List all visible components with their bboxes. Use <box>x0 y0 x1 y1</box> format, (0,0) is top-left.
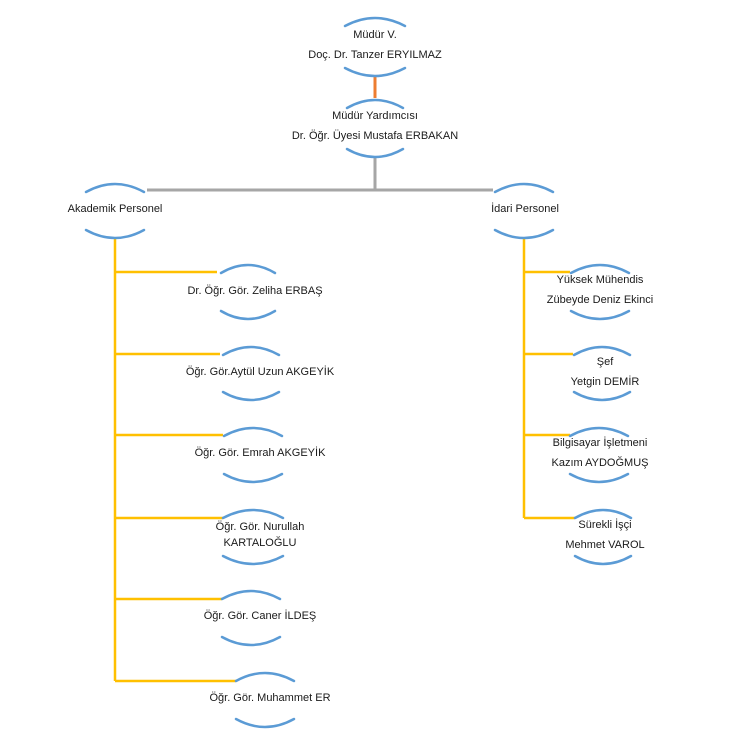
academic-staff-4-bottom-arc <box>221 554 285 566</box>
academic-staff-6: Öğr. Gör. Muhammet ER <box>165 688 375 708</box>
academic-staff-4-line1: Öğr. Gör. Nurullah <box>215 521 305 533</box>
academic-staff-2-bottom-arc <box>221 390 281 402</box>
director-bottom-arc <box>343 66 407 78</box>
academic-staff-5-bottom-arc <box>220 635 282 647</box>
admin-staff-1-bottom-arc <box>569 309 631 321</box>
node-director: Müdür V. Doç. Dr. Tanzer ERYILMAZ <box>275 25 475 65</box>
director-title: Müdür V. <box>353 29 397 41</box>
academic-staff-1-name: Dr. Öğr. Gör. Zeliha ERBAŞ <box>187 285 323 297</box>
academic-staff-4: Öğr. Gör. Nurullah KARTALOĞLU <box>160 517 360 553</box>
admin-staff-1-top-arc <box>569 263 631 275</box>
vice-director-top-arc <box>345 98 405 110</box>
admin-staff-1: Yüksek Mühendis Zübeyde Deniz Ekinci <box>520 270 680 310</box>
node-vice-director: Müdür Yardımcısı Dr. Öğr. Üyesi Mustafa … <box>255 106 495 146</box>
admin-staff-3: Bilgisayar İşletmeni Kazım AYDOĞMUŞ <box>515 433 685 473</box>
academic-staff-1-bottom-arc <box>219 309 277 321</box>
academic-bottom-arc <box>84 228 146 240</box>
academic-staff-5-name: Öğr. Gör. Caner İLDEŞ <box>203 610 317 622</box>
admin-staff-2-top-arc <box>572 345 632 357</box>
admin-staff-3-top-arc <box>568 426 630 438</box>
academic-staff-3-name: Öğr. Gör. Emrah AKGEYİK <box>194 447 326 459</box>
admin-staff-4-name: Mehmet VAROL <box>565 539 645 551</box>
academic-staff-6-name: Öğr. Gör. Muhammet ER <box>209 692 331 704</box>
academic-staff-4-line2: KARTALOĞLU <box>223 537 297 549</box>
node-academic: Akademik Personel <box>40 199 190 219</box>
admin-staff-4: Sürekli İşçi Mehmet VAROL <box>520 515 690 555</box>
academic-staff-1: Dr. Öğr. Gör. Zeliha ERBAŞ <box>150 281 360 301</box>
academic-staff-2-top-arc <box>221 345 281 357</box>
admin-staff-2-title: Şef <box>596 356 614 368</box>
admin-staff-3-title: Bilgisayar İşletmeni <box>552 437 648 449</box>
academic-staff-2-name: Öğr. Gör.Aytül Uzun AKGEYİK <box>185 366 335 378</box>
academic-staff-1-top-arc <box>219 263 277 275</box>
academic-staff-5-top-arc <box>220 589 282 601</box>
admin-staff-1-name: Zübeyde Deniz Ekinci <box>546 294 654 306</box>
academic-staff-3: Öğr. Gör. Emrah AKGEYİK <box>155 443 365 463</box>
vice-director-name: Dr. Öğr. Üyesi Mustafa ERBAKAN <box>291 130 459 142</box>
vice-director-title: Müdür Yardımcısı <box>332 110 418 122</box>
academic-staff-6-bottom-arc <box>234 717 296 729</box>
admin-bottom-arc <box>493 228 555 240</box>
admin-staff-4-top-arc <box>573 508 633 520</box>
admin-staff-2: Şef Yetgin DEMİR <box>525 352 685 392</box>
director-name: Doç. Dr. Tanzer ERYILMAZ <box>308 49 442 61</box>
admin-staff-4-title: Sürekli İşçi <box>578 519 632 531</box>
academic-staff-5: Öğr. Gör. Caner İLDEŞ <box>155 606 365 626</box>
academic-top-arc <box>84 182 146 194</box>
vice-director-bottom-arc <box>345 147 405 159</box>
admin-top-arc <box>493 182 555 194</box>
academic-staff-2: Öğr. Gör.Aytül Uzun AKGEYİK <box>150 362 370 382</box>
admin-staff-3-name: Kazım AYDOĞMUŞ <box>551 457 649 469</box>
admin-title: İdari Personel <box>491 203 559 215</box>
admin-staff-4-bottom-arc <box>573 554 633 566</box>
academic-staff-3-bottom-arc <box>222 472 284 484</box>
academic-staff-6-top-arc <box>234 671 296 683</box>
director-top-arc <box>343 16 407 28</box>
admin-staff-1-title: Yüksek Mühendis <box>556 274 644 286</box>
admin-staff-3-bottom-arc <box>568 472 630 484</box>
academic-staff-3-top-arc <box>222 426 284 438</box>
admin-staff-2-name: Yetgin DEMİR <box>570 376 640 388</box>
admin-staff-2-bottom-arc <box>572 390 632 402</box>
academic-title: Akademik Personel <box>67 203 163 215</box>
node-admin: İdari Personel <box>455 199 595 219</box>
academic-staff-4-top-arc <box>221 508 285 520</box>
